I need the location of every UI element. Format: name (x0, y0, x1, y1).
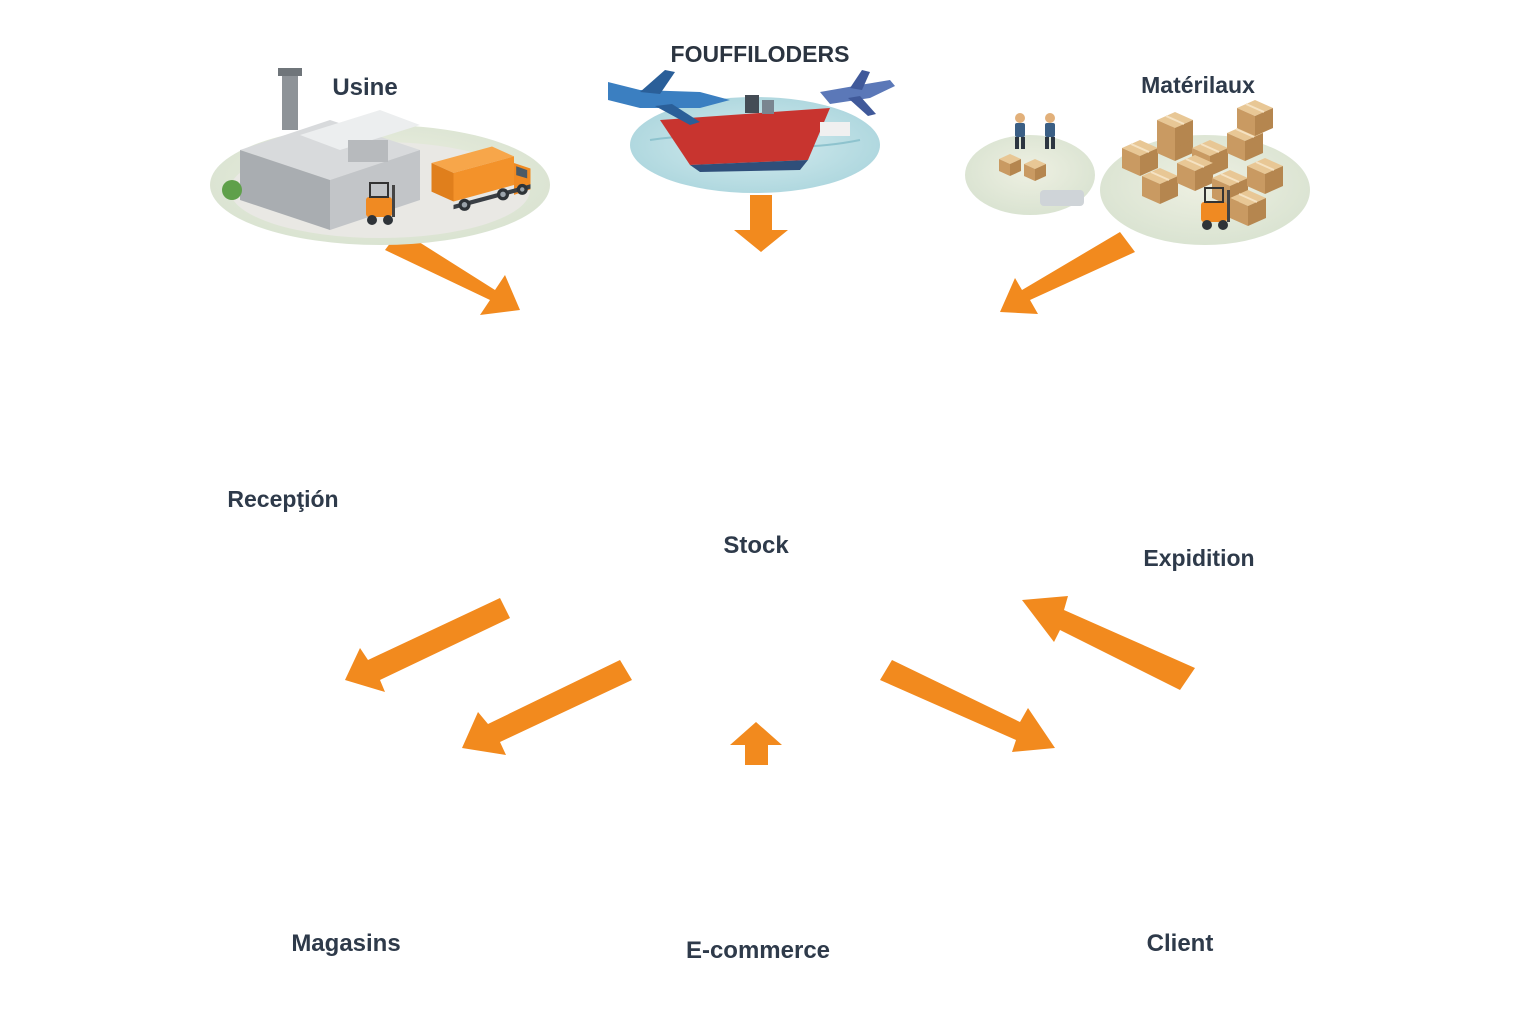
arrow-stock-to-reception (345, 598, 510, 692)
arrow-client-to-expedition (1022, 596, 1195, 690)
arrow-fournisseurs-to-stock (734, 195, 788, 252)
label-stock: Stock (723, 532, 789, 559)
arrow-stock-to-magasins (462, 660, 632, 755)
label-materiaux: Matérilaux (1141, 72, 1255, 98)
arrow-materiaux-to-stock (1000, 232, 1135, 314)
title-fournisseurs: FOUFFILODERS (671, 41, 850, 67)
label-client: Client (1146, 930, 1214, 957)
fournisseurs-island (608, 70, 895, 193)
label-magasins: Magasins (291, 930, 401, 957)
arrow-usine-to-stock (385, 230, 520, 315)
arrow-ecommerce-to-stock (730, 722, 782, 765)
label-usine: Usine (332, 74, 398, 101)
materiaux-island (965, 99, 1310, 245)
label-expedition: Expidition (1143, 545, 1255, 571)
arrow-stock-to-client (880, 660, 1055, 752)
flow-arrows (345, 195, 1195, 765)
usine-island (210, 68, 550, 245)
label-ecommerce: E-commerce (685, 937, 831, 964)
label-reception: Recepţión (227, 486, 339, 512)
